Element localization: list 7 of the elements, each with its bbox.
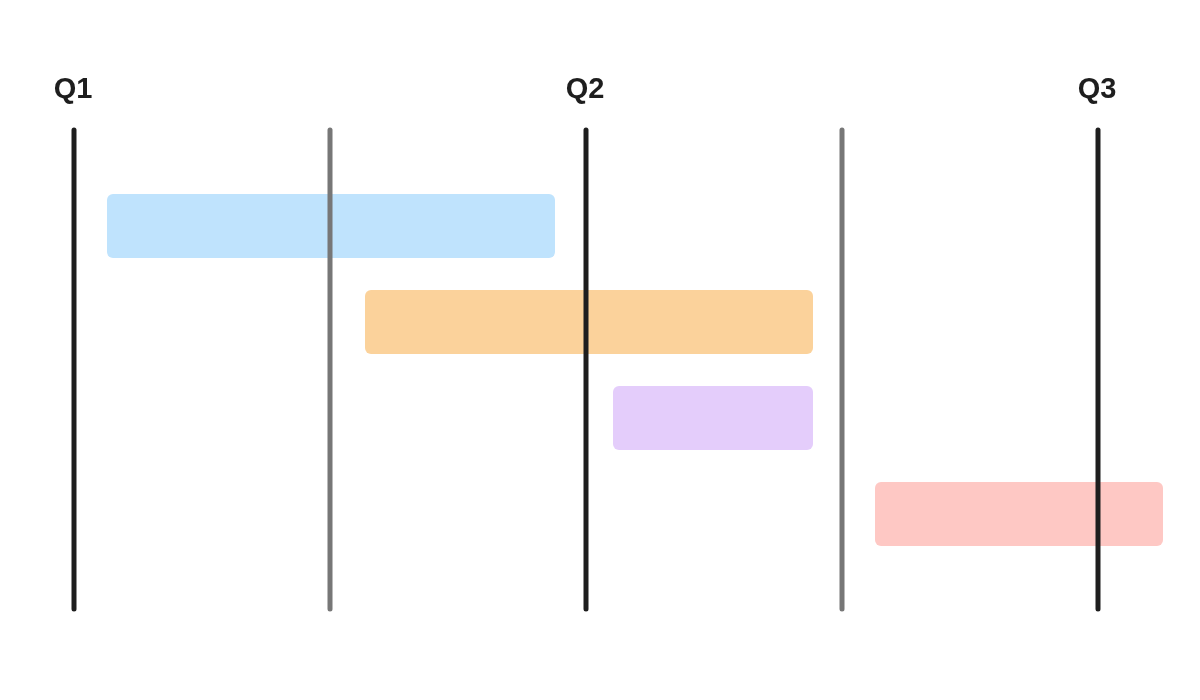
quarter-label: Q3 [1077,71,1117,106]
timeline-bar [107,194,555,258]
quarter-label: Q1 [53,71,93,106]
timeline-bar [365,290,813,354]
quarter-label: Q2 [565,71,605,106]
timeline-bar [613,386,813,450]
timeline-bar [875,482,1163,546]
